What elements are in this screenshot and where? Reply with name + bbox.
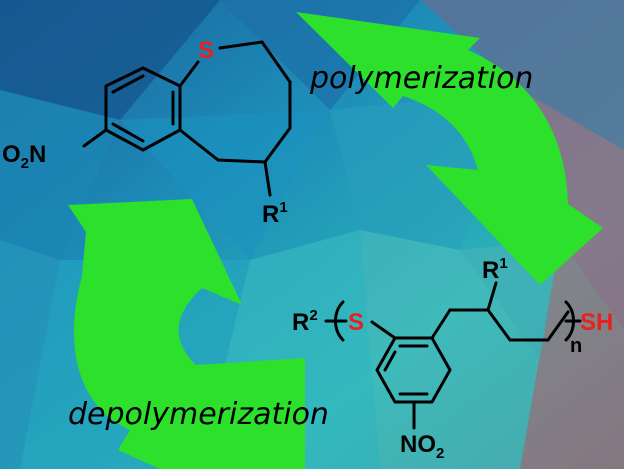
- polymer-r1-label: R1: [482, 255, 508, 284]
- monomer-nitro-label: O2N: [2, 141, 46, 172]
- polymer-nitro-label: NO2: [400, 431, 444, 462]
- polymer-labels: R2 S R1 n SH NO2: [292, 255, 613, 462]
- depolymerization-arrow: [68, 199, 305, 469]
- monomer-r1-label: R1: [262, 199, 288, 228]
- depolymerization-label: depolymerization: [68, 397, 329, 432]
- polymer-structure: [324, 281, 582, 430]
- polymer-r2-label: R2: [292, 307, 318, 336]
- polymer-repeat-n: n: [570, 335, 582, 357]
- polymer-sulfur-atom: S: [348, 309, 364, 336]
- polymerization-arrow: [296, 12, 603, 285]
- monomer-structure: [82, 40, 292, 197]
- polymerization-label: polymerization: [309, 61, 533, 96]
- monomer-labels: S O2N R1: [2, 37, 288, 228]
- monomer-sulfur-atom: S: [198, 37, 214, 64]
- polymer-thiol-end: SH: [580, 309, 613, 336]
